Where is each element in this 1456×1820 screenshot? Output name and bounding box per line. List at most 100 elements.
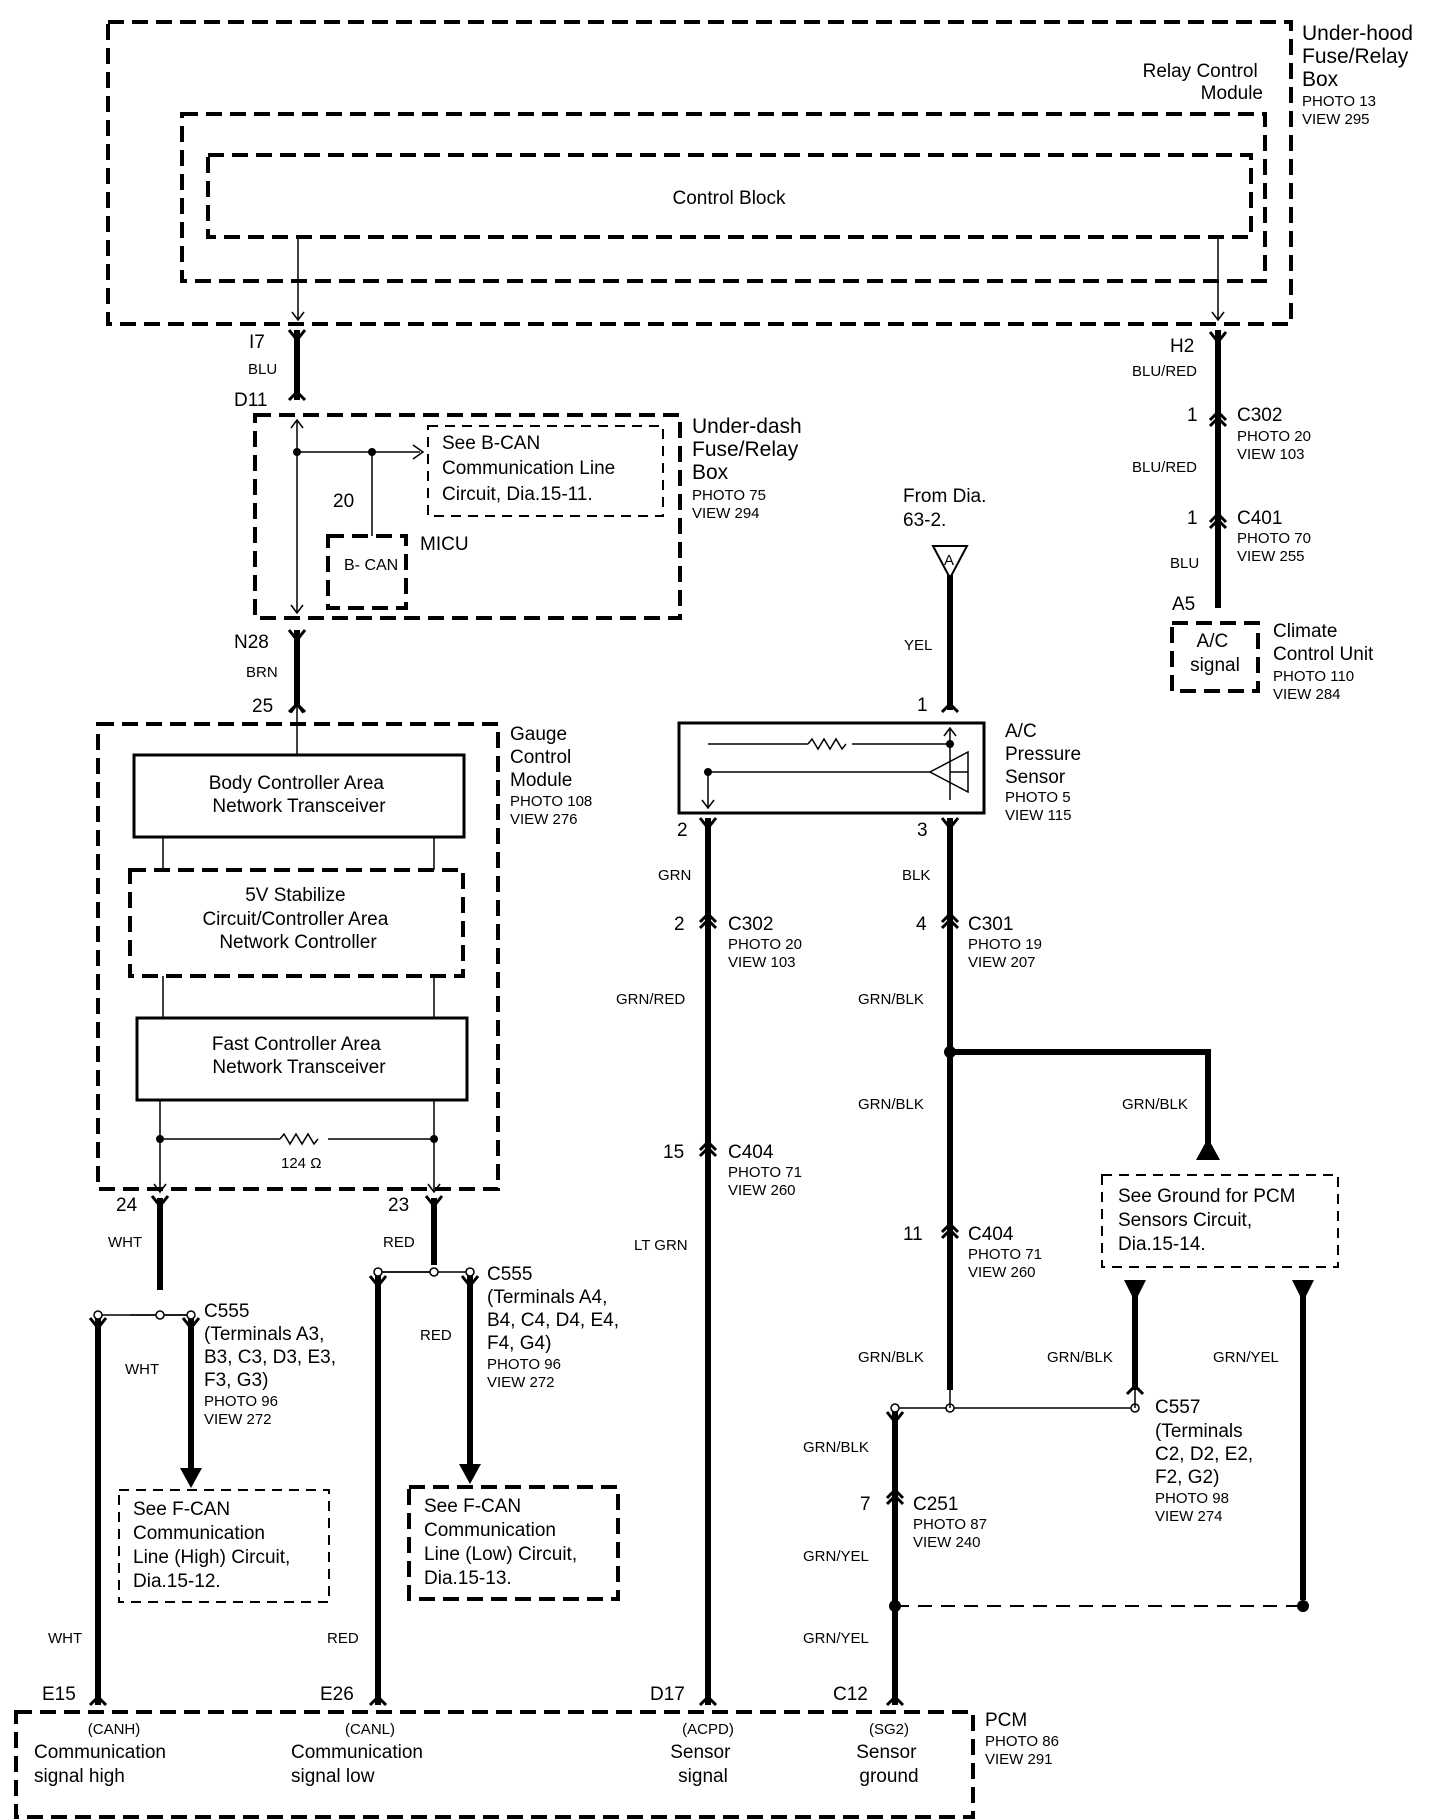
pin-a5: A5: [1172, 594, 1195, 615]
svg-text:RED: RED: [327, 1630, 359, 1647]
svg-text:GRN/YEL: GRN/YEL: [803, 1630, 869, 1647]
c404-mid-pin: 15: [663, 1142, 684, 1163]
pcm-photo: PHOTO 86: [985, 1733, 1059, 1750]
ground-reference-text: See Ground for PCM Sensors Circuit, Dia.…: [1118, 1186, 1301, 1255]
c401-photo: PHOTO 70: [1237, 530, 1311, 547]
climate-photo: PHOTO 110: [1273, 668, 1354, 685]
pcm-view: VIEW 291: [985, 1751, 1053, 1768]
pcm-acpd-code: (ACPD): [682, 1721, 734, 1738]
c404-mid-photo: PHOTO 71: [728, 1164, 802, 1181]
under-dash-view: VIEW 294: [692, 505, 760, 522]
c251-view: VIEW 240: [913, 1534, 981, 1551]
under-hood-title: Under-hood Fuse/Relay Box: [1302, 22, 1419, 91]
c401-name: C401: [1237, 508, 1282, 529]
svg-text:BLU: BLU: [1170, 555, 1199, 572]
gauge-view: VIEW 276: [510, 811, 578, 828]
from-dia-text: From Dia. 63-2.: [903, 486, 992, 531]
stabilize-text: 5V Stabilize Circuit/Controller Area Net…: [202, 885, 393, 953]
pin-d11: D11: [234, 390, 267, 411]
svg-text:GRN/YEL: GRN/YEL: [803, 1548, 869, 1565]
ac-pressure-sensor-box: [677, 721, 986, 815]
relay-control-module-box: [180, 112, 1267, 283]
pin-d17: D17: [650, 1684, 685, 1705]
pin-23: 23: [388, 1195, 409, 1216]
pcm-canl-text: Communication signal low: [291, 1742, 428, 1787]
stabilize-circuit-box: [128, 868, 465, 978]
c404-right-view: VIEW 260: [968, 1264, 1036, 1281]
under-hood-box: [106, 20, 1293, 326]
micu-bcan-box: [326, 534, 408, 610]
c557-photo: PHOTO 98: [1155, 1490, 1229, 1507]
c302-right-pin: 1: [1187, 405, 1198, 426]
svg-text:BLU/RED: BLU/RED: [1132, 459, 1197, 476]
svg-text:BLU: BLU: [248, 361, 277, 378]
c302-mid-view: VIEW 103: [728, 954, 796, 971]
pcm-canl-code: (CANL): [345, 1721, 395, 1738]
c401-pin: 1: [1187, 508, 1198, 529]
c404-right-pin: 11: [903, 1224, 923, 1245]
c404-right-photo: PHOTO 71: [968, 1246, 1042, 1263]
c302-right-photo: PHOTO 20: [1237, 428, 1311, 445]
under-hood-photo: PHOTO 13: [1302, 93, 1376, 110]
svg-text:GRN/BLK: GRN/BLK: [858, 1349, 924, 1366]
svg-text:GRN/BLK: GRN/BLK: [803, 1439, 869, 1456]
svg-text:BLK: BLK: [902, 867, 930, 884]
resistor-label: 124 Ω: [281, 1155, 321, 1172]
svg-text:YEL: YEL: [904, 637, 932, 654]
from-dia-marker: [931, 545, 969, 581]
c557-text: (Terminals C2, D2, E2, F2, G2): [1155, 1421, 1259, 1488]
svg-text:GRN/BLK: GRN/BLK: [1122, 1096, 1188, 1113]
svg-text:RED: RED: [383, 1234, 415, 1251]
svg-text:GRN/BLK: GRN/BLK: [858, 991, 924, 1008]
svg-text:LT GRN: LT GRN: [634, 1237, 688, 1254]
under-dash-box: [253, 413, 682, 620]
ground-reference-box: [1101, 1174, 1339, 1268]
connector-marks: [88, 329, 1228, 1707]
c301-view: VIEW 207: [968, 954, 1036, 971]
svg-text:WHT: WHT: [108, 1234, 142, 1251]
pin-sensor-2: 2: [677, 820, 688, 841]
ac-sensor-title: A/C Pressure Sensor: [1005, 721, 1086, 788]
c555-b-text: (Terminals A4, B4, C4, D4, E4, F4, G4): [487, 1287, 624, 1354]
c555-a-photo: PHOTO 96: [204, 1393, 278, 1410]
climate-title: Climate Control Unit: [1273, 621, 1374, 665]
micu-pin: 20: [333, 491, 354, 512]
pin-sensor-3: 3: [917, 820, 928, 841]
c302-mid-name: C302: [728, 914, 773, 935]
gauge-photo: PHOTO 108: [510, 793, 592, 810]
c301-photo: PHOTO 19: [968, 936, 1042, 953]
svg-text:GRN/BLK: GRN/BLK: [858, 1096, 924, 1113]
c404-mid-view: VIEW 260: [728, 1182, 796, 1199]
c251-name: C251: [913, 1494, 958, 1515]
c401-view: VIEW 255: [1237, 548, 1305, 565]
pin-e26: E26: [320, 1684, 354, 1705]
fast-can-transceiver-box: [135, 1016, 469, 1102]
c251-photo: PHOTO 87: [913, 1516, 987, 1533]
c301-pin: 4: [916, 914, 927, 935]
c555-a-name: C555: [204, 1301, 249, 1322]
climate-view: VIEW 284: [1273, 686, 1341, 703]
control-block-label: Control Block: [673, 188, 786, 209]
relay-module-title: Relay Control Module: [1143, 61, 1263, 104]
pcm-sg2-text: Sensor ground: [856, 1742, 921, 1787]
c555-a-view: VIEW 272: [204, 1411, 272, 1428]
c555-a-text: (Terminals A3, B3, C3, D3, E3, F3, G3): [204, 1324, 341, 1391]
ac-signal-box: [1170, 621, 1260, 693]
pin-24: 24: [116, 1195, 138, 1216]
pin-i7: I7: [249, 332, 265, 353]
control-block-box: [206, 153, 1253, 239]
fcan-low-reference-box: [407, 1485, 620, 1601]
fcan-low-reference-text: See F-CAN Communication Line (Low) Circu…: [424, 1496, 582, 1589]
pin-sensor-1: 1: [917, 695, 928, 716]
under-hood-view: VIEW 295: [1302, 111, 1370, 128]
c557-view: VIEW 274: [1155, 1508, 1223, 1525]
c404-mid-name: C404: [728, 1142, 774, 1163]
fcan-high-reference-text: See F-CAN Communication Line (High) Circ…: [133, 1499, 296, 1592]
body-can-transceiver-box: [132, 753, 466, 839]
svg-text:GRN/YEL: GRN/YEL: [1213, 1349, 1279, 1366]
c302-mid-pin: 2: [674, 914, 685, 935]
under-dash-photo: PHOTO 75: [692, 487, 766, 504]
micu-label: MICU: [420, 534, 469, 555]
pin-c12: C12: [833, 1684, 868, 1705]
